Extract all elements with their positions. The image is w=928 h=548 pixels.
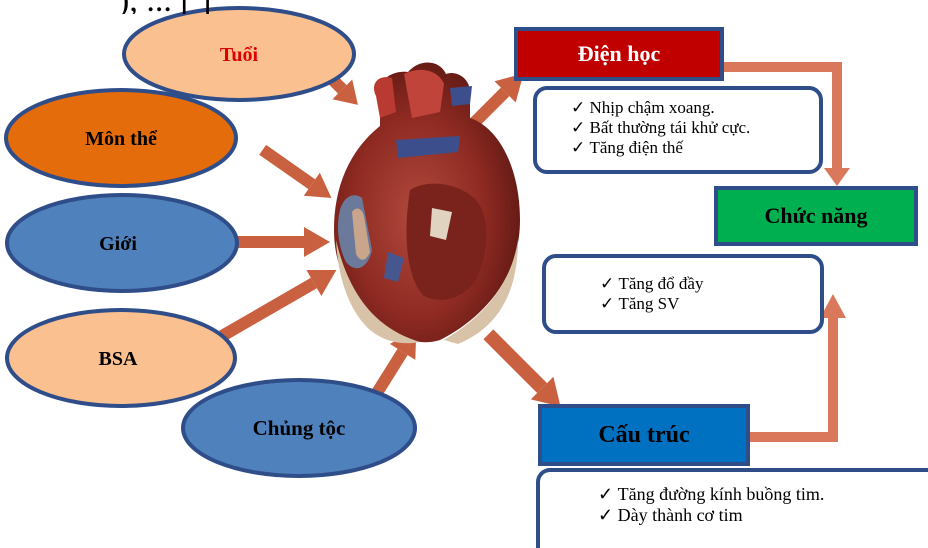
- factor-tuoi: Tuổi: [124, 8, 354, 100]
- chuc-nang-item: Tăng đổ đầy: [600, 274, 820, 294]
- cau-truc-box: Cấu trúc: [538, 404, 750, 466]
- cau-truc-item: Tăng đường kính buồng tim.: [598, 484, 928, 505]
- dien-hoc-box: Điện học: [514, 27, 724, 81]
- factor-gioi-label: Giới: [99, 233, 137, 255]
- factor-bsa-label: BSA: [99, 348, 138, 370]
- dien-hoc-item: Bất thường tái khử cực.: [571, 118, 819, 138]
- factor-chungtoc: Chủng tộc: [183, 380, 415, 476]
- header-fragment: ), ... [ ]: [118, 0, 211, 14]
- cau-truc-item: Dày thành cơ tim: [598, 505, 928, 526]
- arrow-gioi-to-heart: [232, 227, 330, 257]
- dien-hoc-title: Điện học: [578, 41, 661, 67]
- arrow-monthe-to-heart: [255, 138, 340, 209]
- factor-monthe: Môn thể: [6, 90, 236, 186]
- cau-truc-title: Cấu trúc: [598, 422, 689, 449]
- cropped-header: ), ... [ ]: [0, 0, 928, 14]
- cau-truc-list: Tăng đường kính buồng tim. Dày thành cơ …: [536, 468, 928, 548]
- dien-hoc-item: Tăng điện thế: [571, 138, 819, 158]
- chuc-nang-box: Chức năng: [714, 186, 918, 246]
- factor-gioi: Giới: [7, 195, 237, 291]
- factor-bsa: BSA: [7, 310, 235, 406]
- chuc-nang-title: Chức năng: [764, 203, 867, 229]
- chuc-nang-item: Tăng SV: [600, 294, 820, 314]
- dien-hoc-list: Nhịp chậm xoang. Bất thường tái khử cực.…: [533, 86, 823, 174]
- arrow-bsa-to-heart: [215, 257, 344, 349]
- factor-tuoi-label: Tuổi: [220, 44, 259, 66]
- factor-chungtoc-label: Chủng tộc: [253, 416, 346, 440]
- factor-monthe-label: Môn thể: [85, 128, 158, 150]
- chuc-nang-list: Tăng đổ đầy Tăng SV: [542, 254, 824, 334]
- dien-hoc-item: Nhịp chậm xoang.: [571, 98, 819, 118]
